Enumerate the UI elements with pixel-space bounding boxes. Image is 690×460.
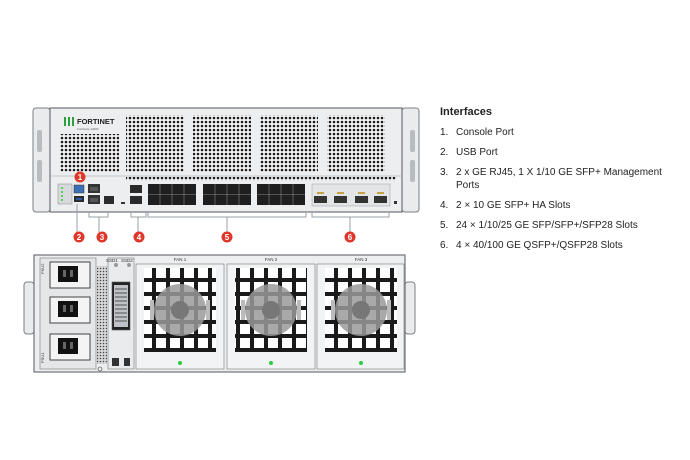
rack-ear-left (32, 107, 51, 213)
rack-ear-right (401, 107, 420, 213)
mgmt-sfp-port (104, 196, 114, 204)
list-item: 3. 2 x GE RJ45, 1 X 1/10 GE SFP+ Manageme… (440, 166, 680, 192)
callout-5: 5 (221, 231, 233, 243)
list-item: 5. 24 × 1/10/25 GE SFP/SFP+/SFP28 Slots (440, 219, 680, 232)
list-item: 1. Console Port (440, 126, 680, 139)
item-text: 2 x GE RJ45, 1 X 1/10 GE SFP+ Management… (456, 167, 662, 191)
callout-label-1: 1 (78, 173, 83, 182)
callout-label-3: 3 (100, 233, 105, 242)
fan-module-3: FAN 3 (316, 257, 405, 370)
ssd-bay: SSD1 SSD2 (97, 257, 135, 372)
front-vent-strip (126, 177, 396, 181)
sfp28-group-3 (257, 184, 305, 205)
sfp28-group-1 (148, 184, 196, 205)
callout-label-4: 4 (137, 233, 142, 242)
callout-3: 3 (96, 231, 108, 243)
console-port (73, 184, 85, 194)
ssd1-label: SSD1 (106, 258, 118, 263)
front-vent-left (60, 134, 119, 172)
fan-module-2: FAN 2 (226, 257, 316, 370)
item-number: 5. (440, 220, 449, 231)
callout-label-5: 5 (225, 233, 230, 242)
item-number: 4. (440, 200, 449, 211)
fan-label-2: FAN 2 (265, 257, 278, 262)
front-vent-3 (260, 115, 318, 172)
item-text: 2 × 10 GE SFP+ HA Slots (456, 200, 571, 211)
rear-ear-right (404, 281, 416, 335)
usb-port (74, 196, 84, 202)
callout-label-6: 6 (348, 233, 353, 242)
list-item: 2. USB Port (440, 146, 680, 159)
logo-text: FORTINET (77, 117, 115, 126)
mgmt-rj45-ports (88, 184, 100, 204)
item-number: 1. (440, 127, 449, 138)
ha-slots (130, 185, 142, 204)
qsfp28-slots (311, 183, 397, 207)
fan-label-1: FAN 1 (174, 257, 187, 262)
legend-list: 1. Console Port 2. USB Port 3. 2 x GE RJ45,… (440, 126, 680, 252)
front-vent-2 (193, 115, 251, 172)
psu-label-1: PSU1 (40, 352, 45, 363)
item-text: 24 × 1/10/25 GE SFP/SFP+/SFP28 Slots (456, 220, 638, 231)
ssd2-label: SSD2 (121, 258, 133, 263)
front-io-left (57, 183, 73, 205)
list-item: 4. 2 × 10 GE SFP+ HA Slots (440, 199, 680, 212)
sfp28-group-2 (203, 184, 251, 205)
front-vent-4 (327, 115, 385, 172)
interfaces-legend: Interfaces 1. Console Port 2. USB Port 3. 2… (440, 106, 680, 259)
fortinet-logo: FORTINET FortiGate 4400F (64, 117, 115, 131)
legend-title: Interfaces (440, 106, 492, 118)
callout-2: 2 (73, 231, 85, 243)
fan-module-1: FAN 1 (135, 257, 225, 370)
front-vent-1 (126, 115, 184, 172)
front-panel: FORTINET FortiGate 4400F (32, 107, 420, 213)
fan-label-3: FAN 3 (355, 257, 368, 262)
item-text: Console Port (456, 127, 514, 138)
item-number: 2. (440, 147, 449, 158)
psu-vent (97, 266, 107, 364)
item-number: 6. (440, 240, 449, 251)
psu-label-2: PSU2 (40, 263, 45, 274)
callout-label-2: 2 (77, 233, 82, 242)
model-text: FortiGate 4400F (77, 127, 99, 131)
list-item: 6. 4 × 40/100 GE QSFP+/QSFP28 Slots (440, 239, 680, 252)
rear-panel: PSU2 PSU1 SSD1 SSD2 (23, 254, 416, 373)
callout-1: 1 (74, 171, 86, 183)
item-text: USB Port (456, 147, 498, 158)
callout-6: 6 (344, 231, 356, 243)
item-text: 4 × 40/100 GE QSFP+/QSFP28 Slots (456, 240, 623, 251)
callout-4: 4 (133, 231, 145, 243)
item-number: 3. (440, 167, 449, 178)
rear-ear-left (23, 281, 35, 335)
callout-brackets (76, 204, 390, 232)
psu-bay: PSU2 PSU1 (39, 257, 97, 370)
